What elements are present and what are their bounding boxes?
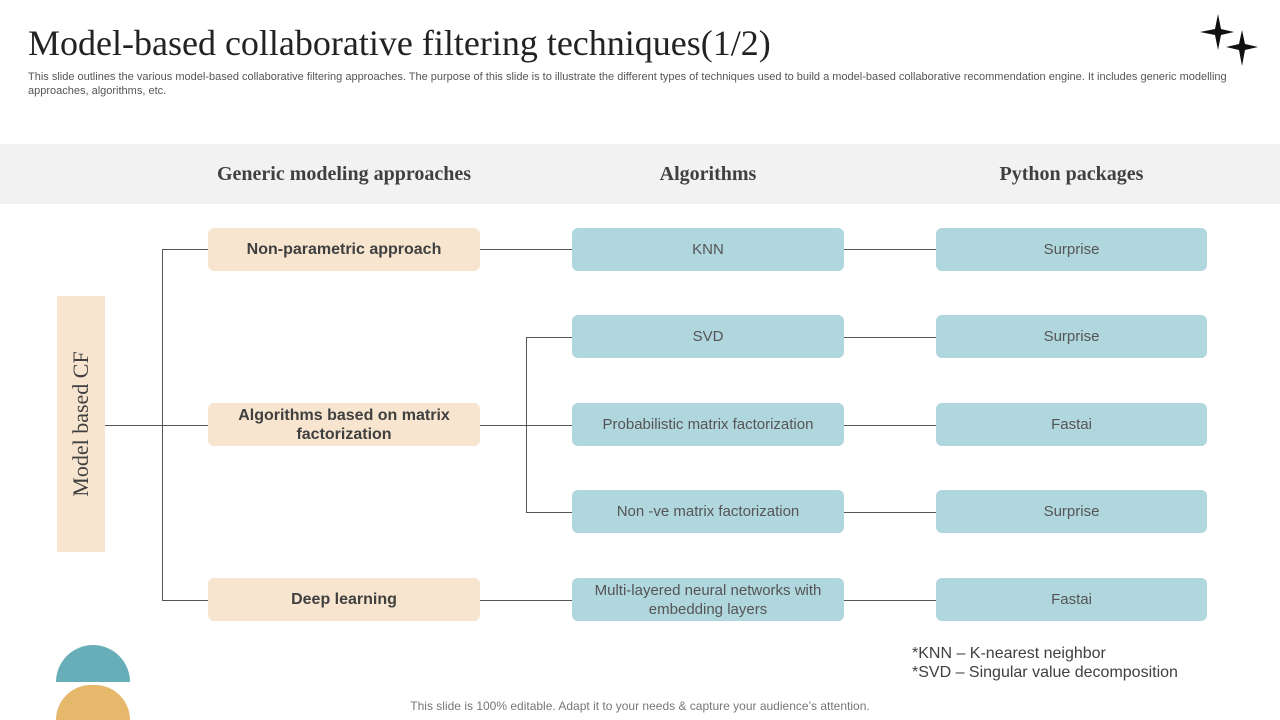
connector-matrix-trunk [526,337,527,513]
footnote-svd: *SVD – Singular value decomposition [912,664,1178,681]
package-box: Surprise [936,315,1207,358]
column-header-packages: Python packages [999,163,1144,185]
package-box: Fastai [936,403,1207,446]
connector-pkg-1 [844,249,936,250]
footer-note: This slide is 100% editable. Adapt it to… [410,699,870,713]
connector-algo-svd [526,337,572,338]
root-label: Model based CF [68,351,93,497]
connector-approach-2 [162,425,208,426]
page-title: Model-based collaborative filtering tech… [28,23,771,63]
package-box: Surprise [936,490,1207,533]
decorative-semicircle-teal [56,645,130,682]
connector-pkg-3 [844,425,936,426]
approach-box: Deep learning [208,578,480,621]
column-header-algorithms: Algorithms [659,163,757,185]
footnotes: *KNN – K-nearest neighbor *SVD – Singula… [912,644,1178,682]
approach-box: Non-parametric approach [208,228,480,271]
package-box: Fastai [936,578,1207,621]
connector-pkg-2 [844,337,936,338]
connector-pkg-4 [844,512,936,513]
connector-approach-1-algo [480,249,572,250]
connector-algo-nmf [526,512,572,513]
four-point-stars-icon [1200,14,1258,66]
connector-pkg-5 [844,600,936,601]
algorithm-box: KNN [572,228,844,271]
root-node: Model based CF [57,296,105,552]
connector-approach-1 [162,249,208,250]
column-header-band [0,144,1280,204]
algorithm-box: SVD [572,315,844,358]
package-box: Surprise [936,228,1207,271]
connector-root [105,425,163,426]
approach-box: Algorithms based on matrix factorization [208,403,480,446]
connector-approach-3 [162,600,208,601]
page-subtitle: This slide outlines the various model-ba… [28,71,1227,97]
connector-approach-3-algo [480,600,572,601]
column-header-approaches: Generic modeling approaches [216,163,472,185]
algorithm-box: Multi-layered neural networks with embed… [572,578,844,621]
algorithm-box: Probabilistic matrix factorization [572,403,844,446]
algorithm-box: Non -ve matrix factorization [572,490,844,533]
footnote-knn: *KNN – K-nearest neighbor [912,645,1106,662]
